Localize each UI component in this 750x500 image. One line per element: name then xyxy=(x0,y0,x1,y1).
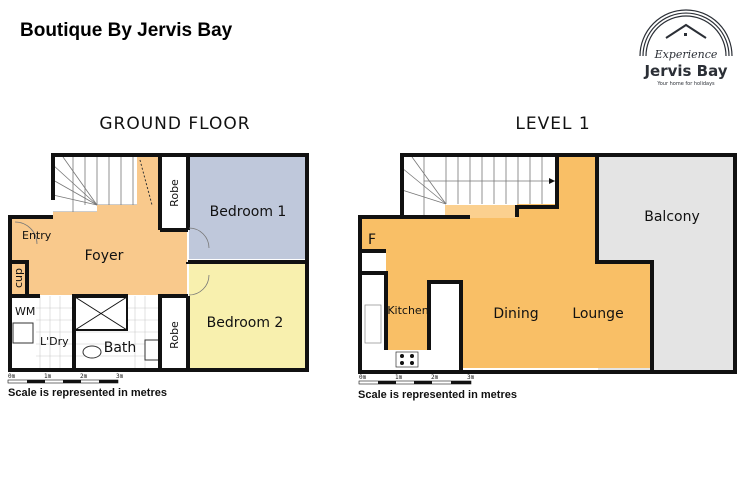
walls xyxy=(8,153,309,372)
level-1-plan: LEVEL 1 F Kitchen Dining Lounge xyxy=(358,114,737,401)
label-entry: Entry xyxy=(22,229,52,242)
label-lounge: Lounge xyxy=(572,306,623,322)
label-bath: Bath xyxy=(104,340,137,356)
label-bedroom-1: Bedroom 1 xyxy=(210,204,287,220)
ground-floor-heading: GROUND FLOOR xyxy=(99,114,250,134)
label-fridge: F xyxy=(368,232,376,248)
svg-text:2m: 2m xyxy=(431,374,439,381)
label-washing-machine: WM xyxy=(15,305,35,318)
svg-text:Experience: Experience xyxy=(654,48,718,61)
scale-note: Scale is represented in metres xyxy=(8,387,167,399)
scale-bar: 0m 1m 2m 3m xyxy=(358,374,475,385)
label-laundry: L'Dry xyxy=(40,335,69,348)
scale-bar: 0m 1m 2m 3m xyxy=(7,373,124,384)
page-title: Boutique By Jervis Bay xyxy=(20,20,233,41)
svg-text:Your home for holidays: Your home for holidays xyxy=(656,81,715,87)
label-dining: Dining xyxy=(493,306,538,322)
svg-text:3m: 3m xyxy=(116,373,124,380)
logo: Experience Jervis Bay Your home for holi… xyxy=(639,9,733,87)
svg-text:Jervis Bay: Jervis Bay xyxy=(643,62,727,80)
svg-text:2m: 2m xyxy=(80,373,88,380)
level-1-heading: LEVEL 1 xyxy=(515,114,590,134)
svg-text:0m: 0m xyxy=(8,373,16,380)
svg-text:1m: 1m xyxy=(44,373,52,380)
label-foyer: Foyer xyxy=(85,248,124,264)
svg-text:1m: 1m xyxy=(395,374,403,381)
room-dining-lounge xyxy=(362,157,650,368)
label-cupboard: cup xyxy=(12,268,25,288)
label-bedroom-2: Bedroom 2 xyxy=(207,315,284,331)
label-kitchen: Kitchen xyxy=(387,304,428,317)
svg-text:0m: 0m xyxy=(359,374,367,381)
svg-text:3m: 3m xyxy=(467,374,475,381)
ground-floor-plan: GROUND FLOOR xyxy=(7,114,309,399)
label-robe-1: Robe xyxy=(168,179,181,207)
label-robe-2: Robe xyxy=(168,321,181,349)
walls xyxy=(358,153,737,374)
stairs xyxy=(401,156,555,215)
scale-note: Scale is represented in metres xyxy=(358,389,517,401)
label-balcony: Balcony xyxy=(644,209,700,225)
room-foyer xyxy=(12,157,187,295)
